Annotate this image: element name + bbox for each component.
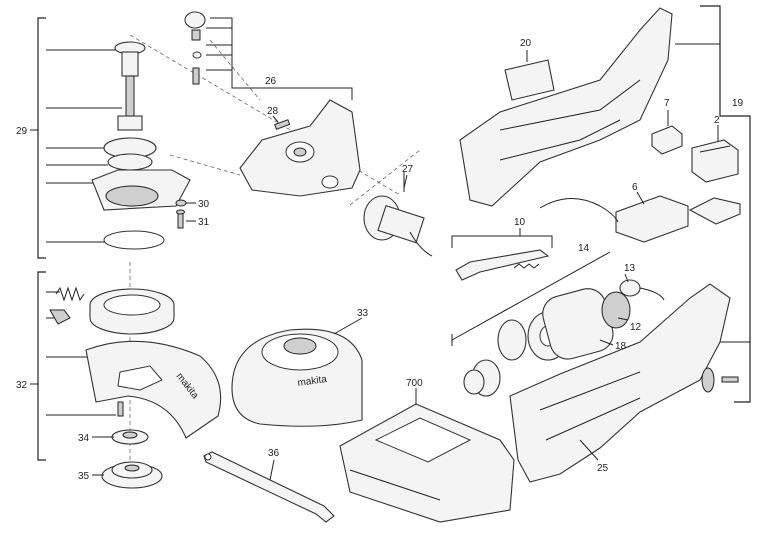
lock-wrench-part-36 <box>203 451 335 523</box>
nameplate-part-20 <box>504 59 555 101</box>
label-part-10: 10 <box>514 217 526 228</box>
spindle-assembly-part <box>91 41 191 250</box>
label-part-34: 34 <box>78 433 90 444</box>
label-part-6: 6 <box>632 182 638 193</box>
controller-part-6 <box>539 195 741 243</box>
label-part-33: 33 <box>357 308 369 319</box>
svg-text:makita: makita <box>297 374 328 389</box>
brush-holder-part-27 <box>363 172 433 257</box>
label-part-35: 35 <box>78 471 90 482</box>
label-part-31: 31 <box>198 217 210 228</box>
label-part-18: 18 <box>615 341 627 352</box>
bracket-group-14 <box>451 251 611 346</box>
label-part-25: 25 <box>597 463 609 474</box>
fan-part <box>463 319 527 397</box>
label-part-28: 28 <box>267 106 279 117</box>
label-part-2: 2 <box>714 115 720 126</box>
cut-off-guard-part-33: makita <box>231 328 363 427</box>
label-part-14: 14 <box>578 243 590 254</box>
bracket-group-32 <box>30 271 116 461</box>
bracket-group-19 <box>675 5 751 403</box>
shaft-lock-button-part <box>184 11 353 100</box>
leader-lines <box>92 50 719 481</box>
label-part-13: 13 <box>624 263 636 274</box>
label-part-20: 20 <box>520 38 532 49</box>
label-part-12: 12 <box>630 322 642 333</box>
housing-half-part <box>459 7 673 207</box>
label-part-7: 7 <box>664 98 670 109</box>
label-part-19: 19 <box>732 98 744 109</box>
screw-part-28 <box>274 119 291 130</box>
label-part-27: 27 <box>402 164 414 175</box>
switch-part-7 <box>651 125 683 155</box>
part-number-labels: 2 6 7 10 12 13 14 18 19 20 25 26 27 28 2… <box>16 38 744 482</box>
screw-part-19 <box>721 376 739 383</box>
wheel-guard-part-32: makita <box>85 340 222 439</box>
label-part-30: 30 <box>198 199 210 210</box>
washer-part-30 <box>175 199 196 207</box>
motor-housing-part-25 <box>509 283 731 483</box>
label-part-700: 700 <box>406 378 423 389</box>
inner-flange-part-34 <box>111 429 149 445</box>
label-part-26: 26 <box>265 76 277 87</box>
guard-clamp-ring-part <box>89 288 175 335</box>
screw-part-31 <box>176 209 196 229</box>
bracket-group-29 <box>30 17 122 259</box>
switch-lever-part-10 <box>451 235 553 281</box>
battery-case-part-700 <box>339 403 515 523</box>
label-part-29: 29 <box>16 126 28 137</box>
flange-bolt-part <box>117 401 124 417</box>
bearing-part-13 <box>619 279 665 301</box>
gear-housing-part-26 <box>239 99 361 197</box>
label-part-36: 36 <box>268 448 280 459</box>
spring-part <box>49 286 85 325</box>
label-part-32: 32 <box>16 380 28 391</box>
lever-part-2 <box>691 139 739 183</box>
lock-nut-part-35 <box>101 461 163 489</box>
